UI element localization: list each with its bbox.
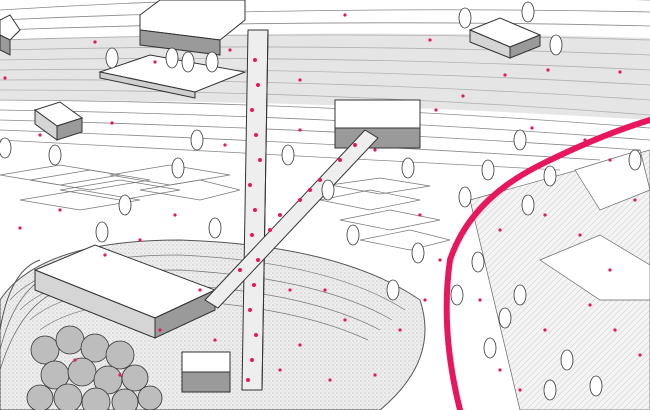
red-path bbox=[443, 117, 650, 410]
building-top-left bbox=[0, 14, 21, 56]
scattered-trees bbox=[0, 1, 642, 401]
bridge-pavilion bbox=[334, 99, 421, 149]
tree-grove bbox=[26, 325, 163, 410]
building-top-center bbox=[139, 0, 246, 56]
building-right-top bbox=[468, 17, 542, 59]
deck-platform bbox=[98, 54, 247, 99]
canopy-grid bbox=[0, 164, 451, 251]
right-fields bbox=[469, 149, 650, 410]
diagonal-walkway bbox=[204, 129, 379, 309]
pavilion-building bbox=[33, 244, 217, 339]
people-markers bbox=[3, 13, 642, 392]
terrace-shadow bbox=[0, 33, 650, 120]
building-left bbox=[33, 101, 84, 141]
gatehouse bbox=[181, 351, 231, 393]
